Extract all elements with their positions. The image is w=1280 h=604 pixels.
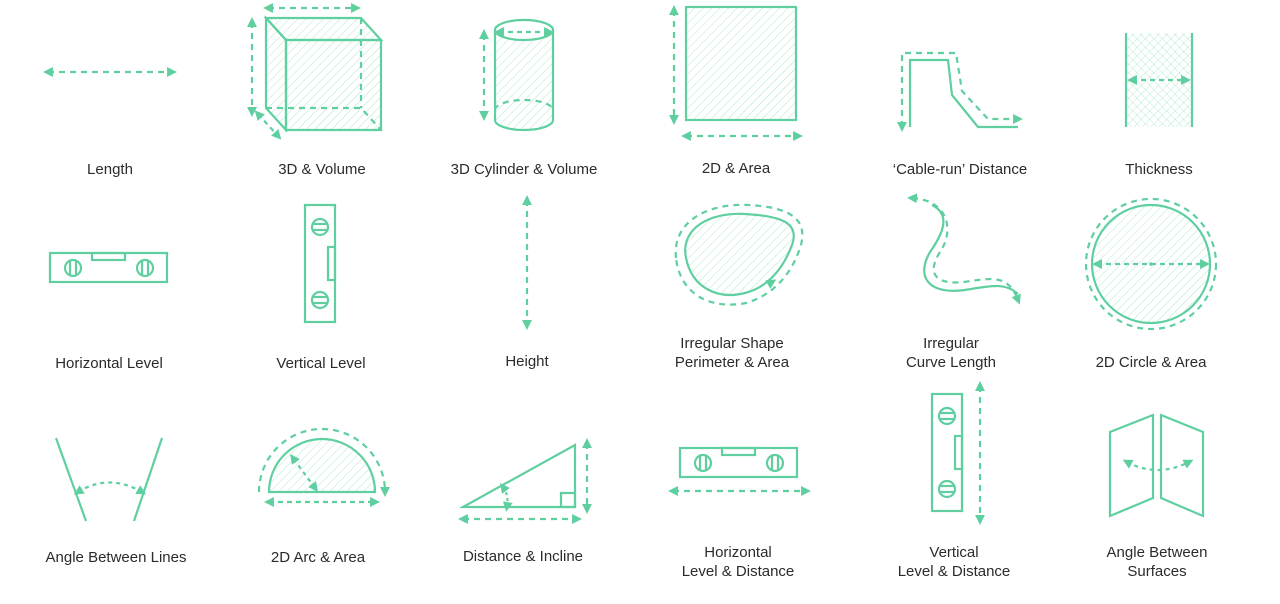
irregular-shape-icon <box>674 203 804 306</box>
vertical-level-icon <box>303 203 337 324</box>
label-thickness: Thickness <box>1125 161 1193 178</box>
circle-area-icon <box>1084 197 1218 331</box>
label-vertical-level: Vertical Level <box>276 355 366 372</box>
irregular-curve-icon <box>907 193 1021 305</box>
cube-volume-icon <box>247 3 384 140</box>
horizontal-level-icon <box>48 251 169 284</box>
thickness-icon <box>1124 33 1194 127</box>
cable-run-icon <box>897 51 1023 132</box>
label-length: Length <box>87 161 133 178</box>
label-3d-volume: 3D & Volume <box>278 161 366 178</box>
label-distance-incline: Distance & Incline <box>462 548 584 565</box>
height-icon <box>522 195 532 330</box>
label-cable-run-distance: ‘Cable-run’ Distance <box>892 161 1028 178</box>
label-2d-circle-area: 2D Circle & Area <box>1095 354 1207 371</box>
label-horizontal-level: Horizontal Level <box>55 355 163 372</box>
cylinder-volume-icon <box>479 18 555 132</box>
label-3d-cylinder-volume: 3D Cylinder & Volume <box>450 161 598 178</box>
horizontal-level-distance-icon <box>668 446 811 496</box>
label-2d-area: 2D & Area <box>701 160 771 177</box>
vertical-level-distance-icon <box>930 381 985 525</box>
label-2d-arc-area: 2D Arc & Area <box>270 549 366 566</box>
label-height: Height <box>505 353 549 370</box>
length-icon <box>43 67 177 77</box>
angle-lines-icon <box>54 437 164 522</box>
label-angle-between-lines: Angle Between Lines <box>45 549 187 566</box>
rectangle-area-icon <box>669 5 803 141</box>
incline-icon <box>458 438 592 524</box>
angle-surfaces-icon <box>1108 413 1205 518</box>
arc-area-icon <box>257 427 390 507</box>
